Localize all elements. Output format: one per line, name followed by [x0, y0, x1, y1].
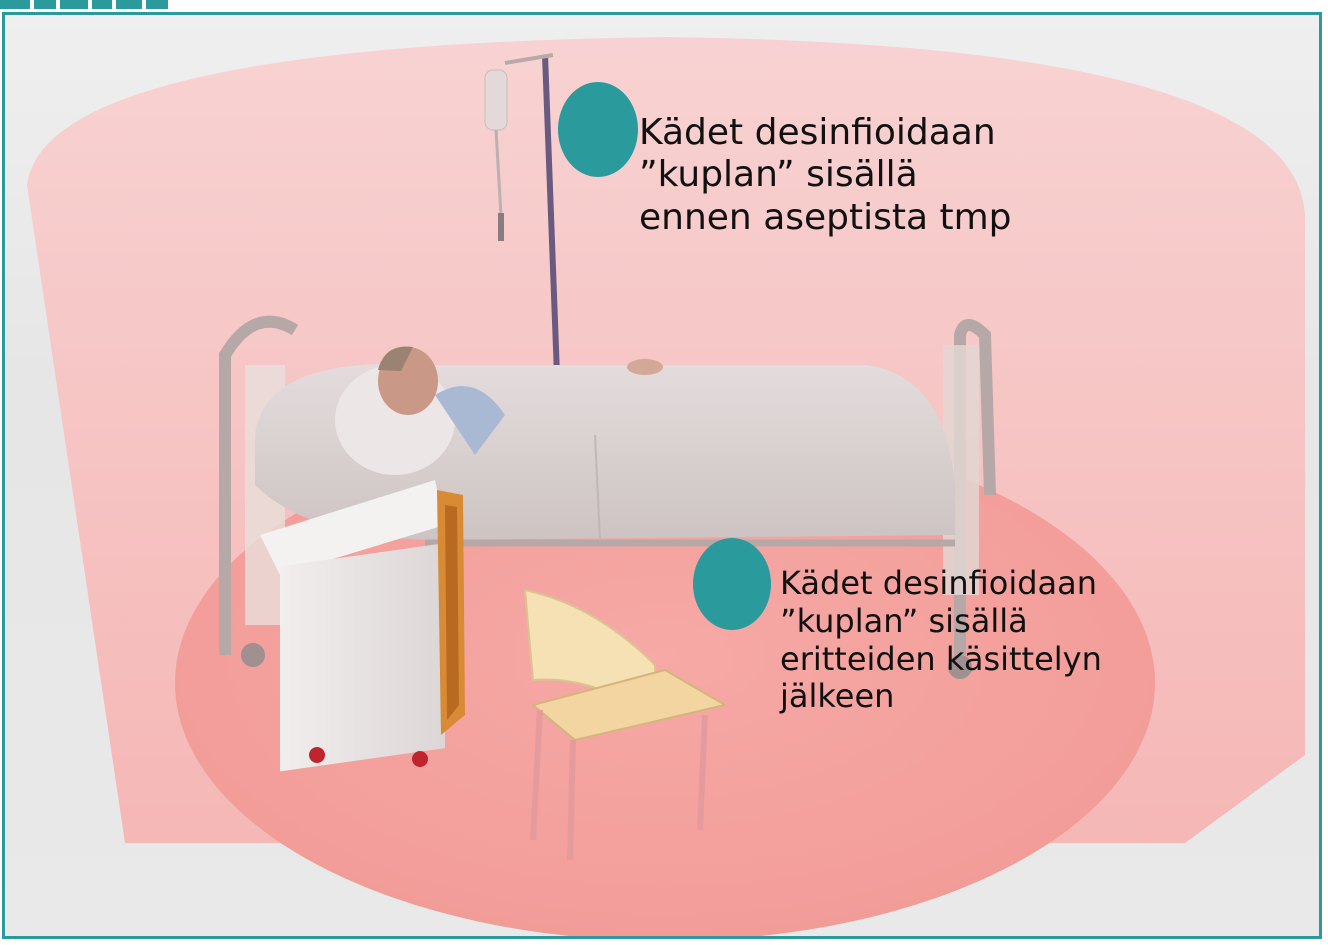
callout-line: ”kuplan” sisällä [780, 603, 1102, 641]
header-decoration [0, 0, 170, 12]
bullet-icon [558, 82, 638, 177]
callout-line: ennen aseptista tmp [639, 197, 1012, 239]
callout-text: Kädet desinfioidaan ”kuplan” sisällä enn… [639, 112, 1012, 239]
callout-line: eritteiden käsittelyn [780, 641, 1102, 679]
callout-line: Kädet desinfioidaan [639, 112, 1012, 154]
bullet-icon [693, 538, 771, 630]
callout-line: jälkeen [780, 678, 1102, 716]
callout-line: Kädet desinfioidaan [780, 565, 1102, 603]
image-frame: Kädet desinfioidaan ”kuplan” sisällä enn… [2, 12, 1322, 939]
callout-line: ”kuplan” sisällä [639, 154, 1012, 196]
callout-text: Kädet desinfioidaan ”kuplan” sisällä eri… [780, 565, 1102, 716]
